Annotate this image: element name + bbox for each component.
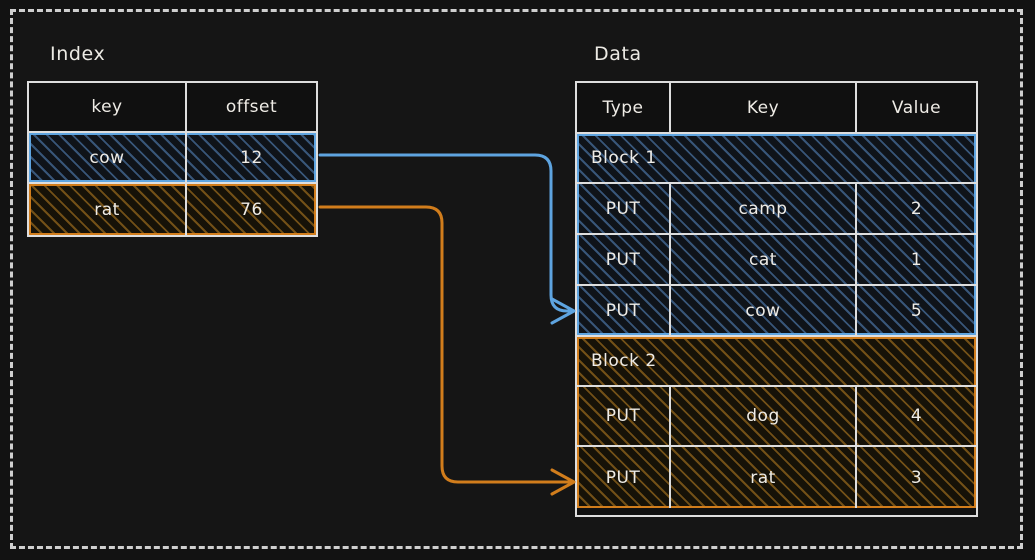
index-row-cow[interactable]: cow 12 (29, 133, 316, 184)
data-cell-value-dog: 4 (910, 406, 923, 426)
data-row-cat[interactable]: PUT cat 1 (577, 235, 976, 286)
data-cell-value-cat: 1 (910, 249, 923, 270)
data-header-row: Type Key Value (577, 83, 976, 134)
data-cell-value-cow: 5 (910, 300, 923, 321)
data-row-cow[interactable]: PUT cow 5 (577, 286, 976, 337)
data-block-1-banner[interactable]: Block 1 (577, 134, 976, 184)
index-cell-key-cow: cow (29, 133, 187, 182)
data-block-1-label: Block 1 (591, 148, 657, 168)
index-header-row: key offset (29, 83, 316, 133)
index-cell-offset-cow: 12 (240, 147, 263, 168)
data-cell-type-camp: PUT (577, 184, 671, 233)
data-row-camp[interactable]: PUT camp 2 (577, 184, 976, 235)
data-table: Type Key Value Block 1 PUT camp 2 PUT ca… (575, 81, 978, 517)
index-cell-key-rat: rat (29, 184, 187, 235)
data-row-dog[interactable]: PUT dog 4 (577, 387, 976, 447)
index-table: key offset cow 12 rat 76 (27, 81, 318, 237)
index-row-rat[interactable]: rat 76 (29, 184, 316, 235)
data-cell-type-cat: PUT (577, 235, 671, 284)
data-cell-key-camp: camp (671, 184, 857, 233)
index-cell-offset-rat: 76 (240, 199, 263, 220)
data-cell-value-camp: 2 (910, 198, 923, 219)
data-col-type: Type (577, 83, 671, 132)
data-cell-key-dog: dog (671, 387, 857, 445)
data-col-key: Key (671, 83, 857, 132)
data-cell-type-dog: PUT (577, 387, 671, 445)
index-col-offset: offset (225, 97, 278, 117)
data-block-2-label: Block 2 (591, 351, 657, 371)
data-panel-label: Data (594, 43, 642, 65)
index-panel-label: Index (50, 43, 106, 65)
data-cell-type-cow: PUT (577, 286, 671, 335)
data-cell-value-rat: 3 (910, 467, 923, 488)
data-cell-key-rat: rat (671, 447, 857, 508)
index-col-key: key (29, 83, 187, 131)
data-block-2-banner[interactable]: Block 2 (577, 337, 976, 387)
data-cell-key-cow: cow (671, 286, 857, 335)
data-col-value: Value (891, 97, 942, 118)
data-row-rat[interactable]: PUT rat 3 (577, 447, 976, 508)
data-cell-key-cat: cat (671, 235, 857, 284)
data-cell-type-rat: PUT (577, 447, 671, 508)
